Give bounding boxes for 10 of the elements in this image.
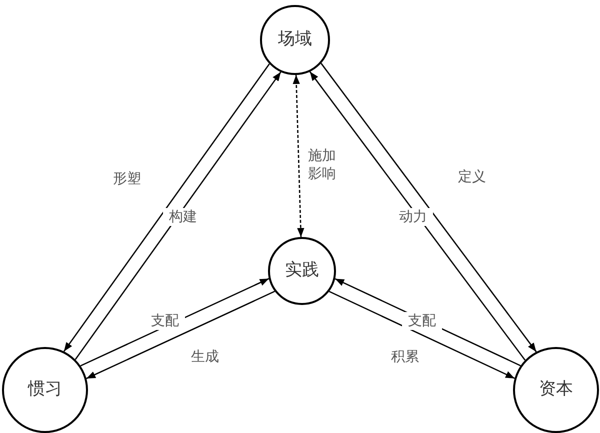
node-label: 惯习 <box>28 378 62 402</box>
node-label: 资本 <box>539 378 573 402</box>
arrow <box>63 63 270 352</box>
arrow <box>292 74 304 238</box>
node-label: 实践 <box>285 259 319 282</box>
node-label: 场域 <box>278 28 312 52</box>
arrow <box>86 290 276 380</box>
arrow <box>74 72 282 360</box>
arrow <box>328 290 515 379</box>
edge-label: 支配 <box>402 312 442 330</box>
